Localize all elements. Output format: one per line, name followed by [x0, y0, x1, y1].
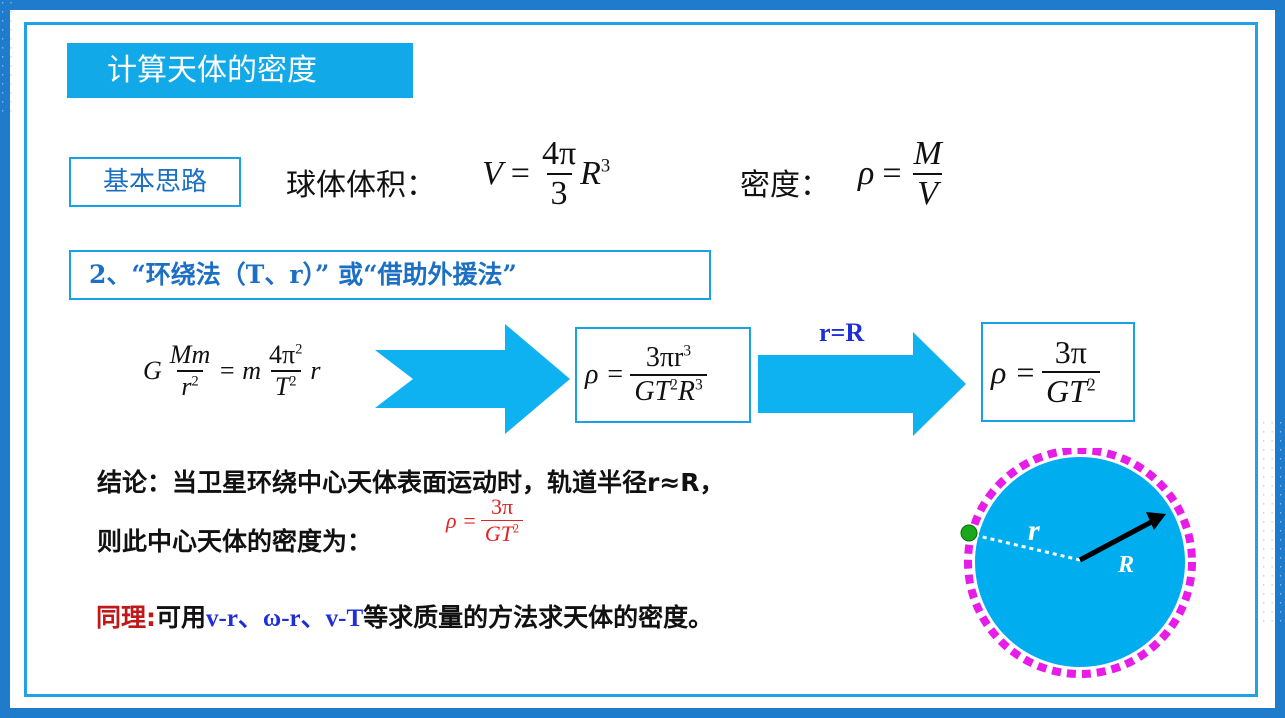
density-formula-box-2: ρ = 3π GT2 [981, 322, 1135, 422]
orbit-radius-label: r [1028, 514, 1040, 547]
volume-label: 球体体积： [286, 168, 436, 203]
similarly-note: 同理:可用v-r、ω-r、v-T等求质量的方法求天体的密度。 [96, 603, 714, 632]
dot-pattern-bottom-right: ·········· ·········· ·········· ·······… [1261, 420, 1285, 627]
density-lhs: ρ [858, 155, 875, 192]
eq2-fraction: 3πr3 GT2R3 [630, 342, 707, 408]
basic-idea-tag: 基本思路 [69, 157, 241, 207]
density-equals: = [882, 155, 902, 192]
inner-frame [24, 22, 1258, 697]
page-title: 计算天体的密度 [67, 43, 413, 98]
conclusion-line-2: 则此中心天体的密度为： [97, 527, 373, 556]
dot-pattern-top-left: ·········· ·········· ·········· ·······… [0, 0, 18, 117]
density-denominator: V [913, 173, 943, 213]
volume-numerator: 4π [541, 135, 577, 172]
similarly-prefix: 同理: [96, 603, 156, 632]
eq2-lhs: ρ = [585, 359, 625, 390]
volume-formula: V = 4π 3 R3 [482, 135, 610, 213]
density-label: 密度： [740, 168, 830, 203]
similarly-methods: v-r、ω-r、v-T [206, 605, 364, 632]
planet-radius-line [1078, 517, 1157, 563]
eq1-g: G [143, 356, 162, 385]
conclusion-formula: ρ = 3π GT2 [446, 494, 524, 547]
eq1-equals-m: = m [218, 356, 262, 385]
method-tag: 2、“环绕法（T、r）” 或“借助外援法” [69, 250, 711, 300]
orbit-ring [964, 448, 1196, 678]
right-arrow-1 [375, 324, 570, 434]
eq3-lhs: ρ = [991, 353, 1036, 390]
orbit-radius-line [969, 532, 1081, 562]
volume-lhs: V [482, 155, 503, 192]
volume-denominator: 3 [546, 173, 572, 213]
volume-fraction: 4π 3 [538, 135, 580, 213]
substitution-label: r=R [819, 318, 865, 347]
density-formula-box-1: ρ = 3πr3 GT2R3 [575, 327, 751, 423]
gravity-equation: G Mm r2 = m 4π2 T2 r [143, 340, 320, 402]
radius-arrowhead [1146, 512, 1166, 530]
volume-equals: = [510, 155, 530, 192]
density-formula: ρ = M V [858, 135, 946, 213]
eq1-fraction-1: Mm r2 [169, 340, 211, 401]
planet-body [975, 457, 1185, 667]
density-numerator: M [913, 135, 942, 172]
satellite-icon [960, 524, 978, 542]
eq1-fraction-2: 4π2 T2 [269, 340, 303, 401]
planet-radius-label: R [1117, 552, 1134, 578]
right-arrow-2 [758, 332, 966, 436]
planet-orbit-diagram: r R [960, 448, 1196, 678]
conclusion-line-1: 结论：当卫星环绕中心天体表面运动时，轨道半径r≈R， [97, 468, 725, 497]
eq3-fraction: 3π GT2 [1041, 334, 1100, 410]
density-fraction: M V [910, 135, 946, 213]
eq1-r: r [310, 356, 321, 385]
volume-radius: R3 [580, 155, 611, 192]
